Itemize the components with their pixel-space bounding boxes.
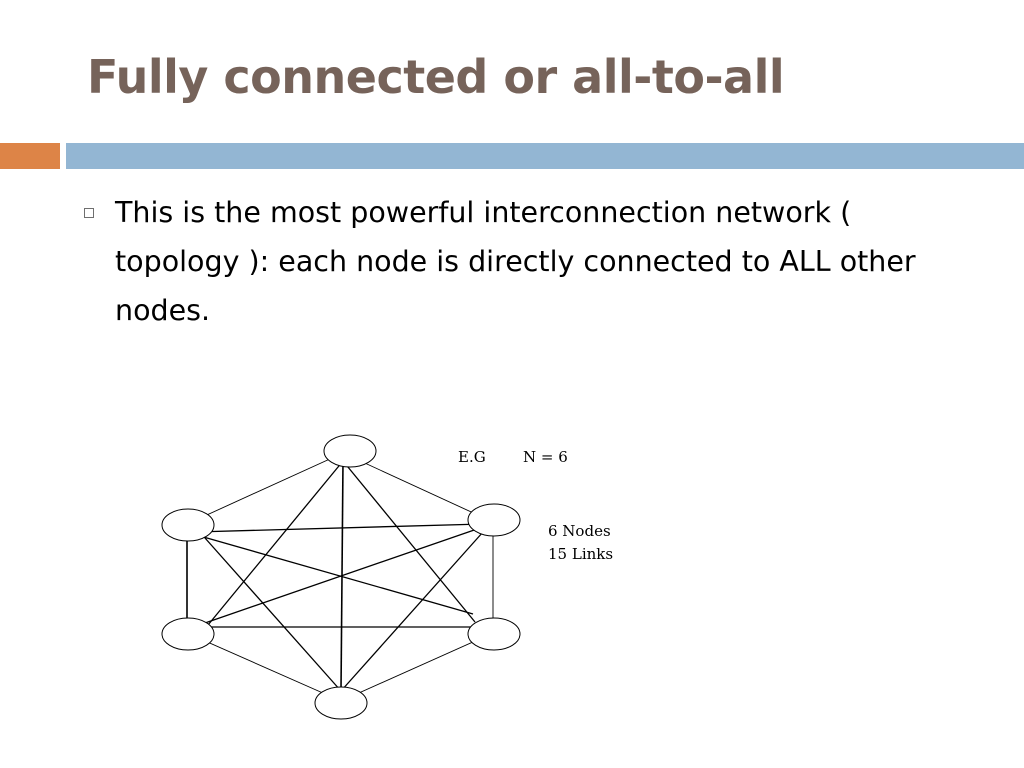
link xyxy=(186,632,342,702)
link xyxy=(342,460,476,623)
nodes-count-label: 6 Nodes xyxy=(548,522,611,540)
link xyxy=(340,460,344,692)
node xyxy=(467,503,521,537)
accent-bar-blue xyxy=(66,143,1024,169)
bullet-square-icon xyxy=(84,208,94,218)
node xyxy=(467,617,521,651)
link xyxy=(207,460,344,626)
link xyxy=(342,452,494,523)
n-label: N = 6 xyxy=(523,448,568,466)
node xyxy=(314,686,368,720)
example-label: E.G xyxy=(458,448,486,466)
node xyxy=(161,508,215,542)
link xyxy=(196,528,342,692)
link xyxy=(204,527,481,624)
link xyxy=(186,452,344,525)
accent-bar-orange xyxy=(0,143,60,169)
link xyxy=(340,632,494,702)
node xyxy=(323,434,377,468)
link xyxy=(194,523,484,533)
slide-title: Fully connected or all-to-all xyxy=(87,50,785,104)
links-count-label: 15 Links xyxy=(548,545,613,563)
link xyxy=(340,531,484,692)
bullet-text: This is the most powerful interconnectio… xyxy=(115,196,916,327)
node xyxy=(161,617,215,651)
link xyxy=(199,535,474,615)
